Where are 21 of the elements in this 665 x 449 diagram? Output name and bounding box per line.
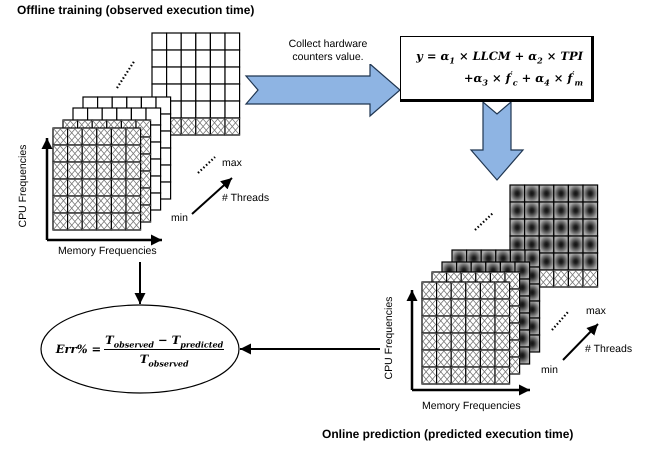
formula-text: Err% = bbox=[56, 342, 102, 356]
formula-text: T$_{observed}$ bbox=[140, 350, 189, 366]
axis-label: Memory Frequencies bbox=[58, 245, 157, 257]
formula-text: y = α$_{1}$ × LLCM + α$_{2}$ × TPI bbox=[416, 49, 583, 63]
arrow bbox=[240, 344, 380, 354]
axis-label: min bbox=[171, 212, 188, 224]
arrow bbox=[134, 262, 146, 304]
formula-text: T$_{observed}$ − T$_{predicted}$ bbox=[104, 332, 224, 350]
heading: Online prediction (predicted execution time) bbox=[322, 427, 574, 441]
axis-label: CPU Frequencies bbox=[17, 144, 29, 228]
axis-label: Memory Frequencies bbox=[422, 400, 521, 412]
axis-label: min bbox=[541, 364, 558, 376]
axis-label: max bbox=[222, 157, 242, 169]
block-arrow bbox=[244, 62, 401, 118]
axis-label: # Threads bbox=[222, 192, 270, 204]
axis-label: # Threads bbox=[585, 343, 632, 355]
heading: Offline training (observed execution time) bbox=[17, 3, 254, 17]
formula-box bbox=[400, 36, 594, 102]
axis-label: max bbox=[586, 305, 606, 317]
block-arrow bbox=[470, 100, 524, 181]
axis-label: CPU Frequencies bbox=[383, 296, 395, 380]
